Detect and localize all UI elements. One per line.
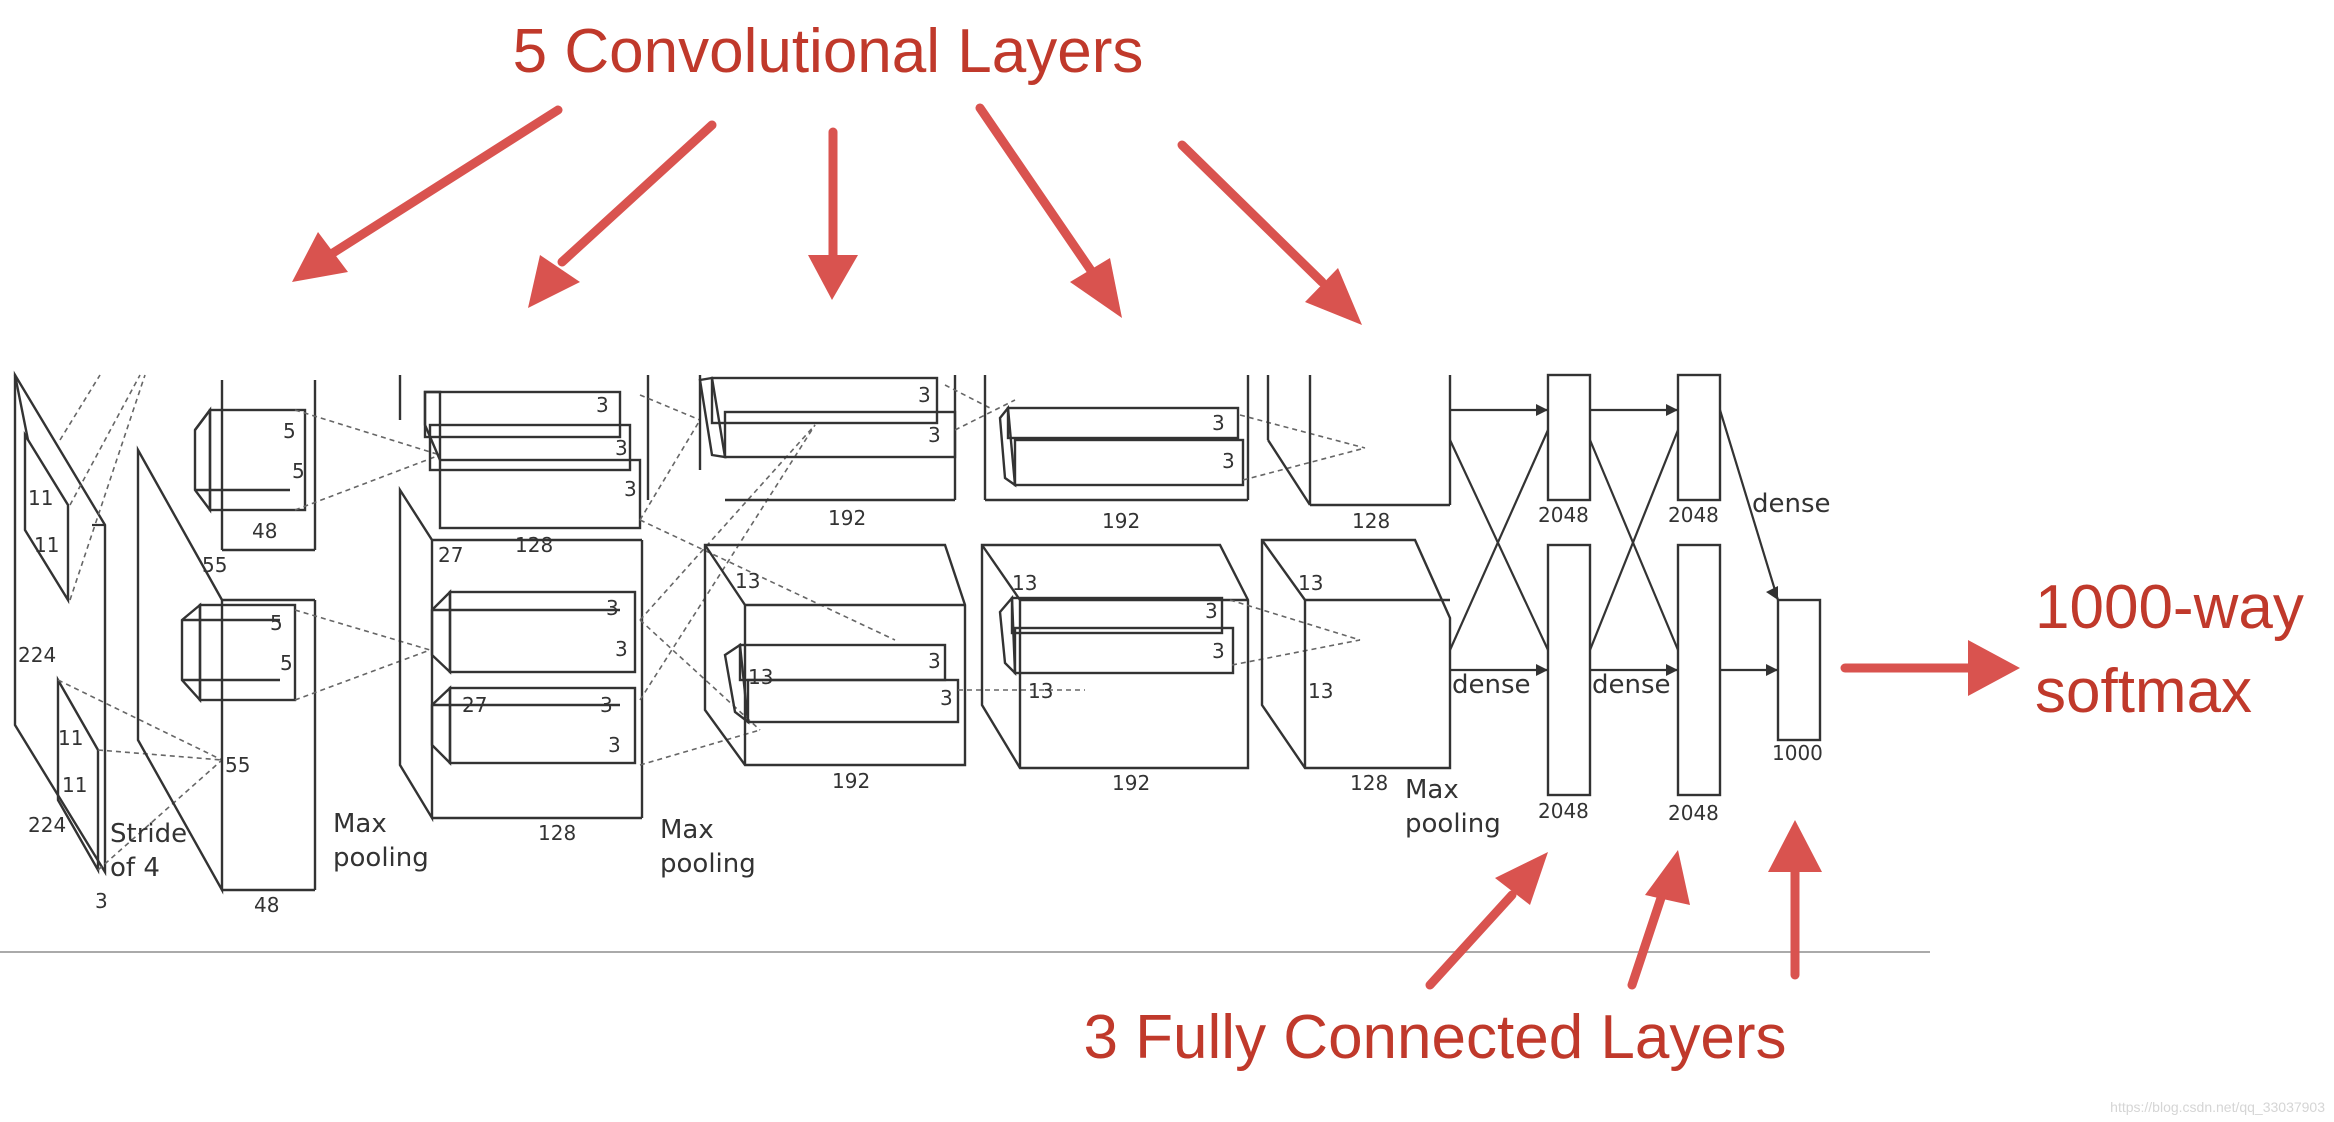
conv2-label-3g: 3 <box>608 733 621 757</box>
fc-layers <box>1448 373 1822 797</box>
fc-arrow-head-2 <box>1645 850 1690 905</box>
conv4-label-3a: 3 <box>1212 411 1225 435</box>
stride-label-1: Stride <box>110 819 187 849</box>
conv-arrows <box>292 103 1362 325</box>
fc-arrows <box>1425 820 1822 990</box>
conv2-label-27b: 27 <box>462 693 487 717</box>
pool2-label-2: pooling <box>660 849 756 879</box>
conv4-layer <box>980 375 1366 770</box>
softmax-line1: 1000-way <box>2035 573 2304 642</box>
conv5-label-13a: 13 <box>1298 571 1323 595</box>
conv2-label-3e: 3 <box>615 637 628 661</box>
fc2-bottom-box <box>1676 543 1722 797</box>
fc-arrow-1 <box>1425 890 1517 990</box>
conv3-layer <box>698 375 1085 767</box>
conv3-label-192a: 192 <box>828 506 866 530</box>
input-label-3: 3 <box>95 889 108 913</box>
conv2-label-3c: 3 <box>624 477 637 501</box>
conv2-label-3d: 3 <box>606 596 619 620</box>
fc1-bottom-box <box>1546 543 1592 797</box>
conv2-label-3a: 3 <box>596 393 609 417</box>
conv5-label-13b: 13 <box>1308 679 1333 703</box>
conv5-label-128a: 128 <box>1352 509 1390 533</box>
conv3-label-192b: 192 <box>832 769 870 793</box>
conv-arrow-5 <box>1177 140 1327 287</box>
conv-arrow-2 <box>557 120 717 267</box>
fc1-bottom-label: 2048 <box>1538 799 1589 823</box>
dense-label-b: dense <box>1592 670 1671 700</box>
input-label-224b: 224 <box>28 813 66 837</box>
conv4-label-192a: 192 <box>1102 509 1140 533</box>
conv5-layer <box>1260 375 1452 770</box>
conv-arrow-head-5 <box>1305 268 1362 325</box>
pool1-label-1: Max <box>333 809 387 839</box>
output-1000-label: 1000 <box>1772 741 1823 765</box>
fc2-bottom-label: 2048 <box>1668 801 1719 825</box>
softmax-line2: softmax <box>2035 657 2252 726</box>
fc-arrow-head-3 <box>1768 820 1822 872</box>
pool3-label-1: Max <box>1405 775 1459 805</box>
fc2-top-box <box>1676 373 1722 502</box>
conv-layers-title: 5 Convolutional Layers <box>513 17 1144 86</box>
conv2-layer <box>398 375 896 823</box>
fc-arrow-2 <box>1627 890 1667 990</box>
conv-arrow-head-4 <box>1070 258 1122 318</box>
input-label-11a: 11 <box>28 486 53 510</box>
conv2-label-3b: 3 <box>615 436 628 460</box>
input-label-11b: 11 <box>34 533 59 557</box>
softmax-arrow-head <box>1968 640 2020 696</box>
conv1-label-5a: 5 <box>283 419 296 443</box>
conv5-label-128b: 128 <box>1350 771 1388 795</box>
conv2-label-3f: 3 <box>600 693 613 717</box>
conv4-label-3d: 3 <box>1212 639 1225 663</box>
conv3-label-3c: 3 <box>928 649 941 673</box>
conv3-label-3b: 3 <box>928 423 941 447</box>
conv4-label-13a: 13 <box>1012 571 1037 595</box>
input-layer <box>13 370 223 877</box>
output-box <box>1776 598 1822 742</box>
conv-arrow-4 <box>975 103 1097 277</box>
fc-arrow-head-1 <box>1495 852 1548 905</box>
conv2-label-27a: 27 <box>438 543 463 567</box>
watermark: https://blog.csdn.net/qq_33037903 <box>2110 1099 2325 1115</box>
conv-arrow-1 <box>320 105 563 263</box>
conv4-label-3c: 3 <box>1205 599 1218 623</box>
conv4-label-3b: 3 <box>1222 449 1235 473</box>
input-label-11d: 11 <box>62 773 87 797</box>
input-label-11c: 11 <box>58 726 83 750</box>
conv1-label-48a: 48 <box>252 519 277 543</box>
dense-label-a: dense <box>1452 670 1531 700</box>
stride-label-2: of 4 <box>110 853 160 883</box>
pool1-label-2: pooling <box>333 843 429 873</box>
conv1-label-55b: 55 <box>225 753 250 777</box>
conv3-label-3d: 3 <box>940 686 953 710</box>
conv3-label-3a: 3 <box>918 383 931 407</box>
conv3-label-13b: 13 <box>748 665 773 689</box>
fc-layers-title: 3 Fully Connected Layers <box>1083 1003 1786 1072</box>
pool3-label-2: pooling <box>1405 809 1501 839</box>
conv-arrow-head-1 <box>292 232 348 282</box>
conv1-label-5c: 5 <box>270 611 283 635</box>
conv1-label-55a: 55 <box>202 553 227 577</box>
conv2-label-128b: 128 <box>538 821 576 845</box>
conv4-label-13b: 13 <box>1028 679 1053 703</box>
conv1-layer <box>136 380 441 895</box>
input-label-224a: 224 <box>18 643 56 667</box>
conv1-label-5d: 5 <box>280 651 293 675</box>
conv4-label-192b: 192 <box>1112 771 1150 795</box>
conv-arrow-head-2 <box>528 255 580 308</box>
fc2-top-label: 2048 <box>1668 503 1719 527</box>
fc1-top-label: 2048 <box>1538 503 1589 527</box>
dense-label-c: dense <box>1752 489 1831 519</box>
conv1-label-5b: 5 <box>292 459 305 483</box>
pool2-label-1: Max <box>660 815 714 845</box>
conv1-label-48b: 48 <box>254 893 279 917</box>
conv3-label-13a: 13 <box>735 569 760 593</box>
fc1-top-box <box>1546 373 1592 502</box>
conv-arrow-head-3 <box>808 255 858 300</box>
conv2-label-128a: 128 <box>515 533 553 557</box>
